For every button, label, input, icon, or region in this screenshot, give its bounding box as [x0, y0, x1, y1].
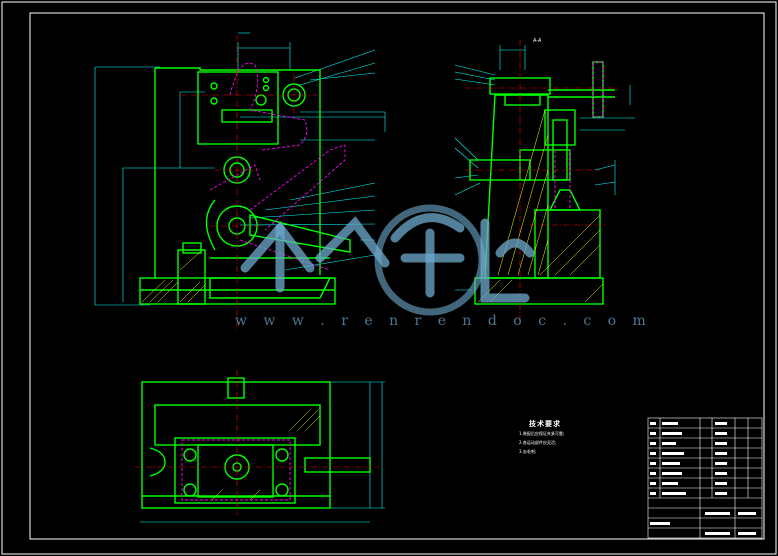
- renrendoc-logo: [240, 204, 535, 316]
- drawing-inner-frame: [29, 12, 765, 540]
- top-view: [135, 370, 385, 523]
- note-item: 1.装配后应保证夹紧可靠;: [519, 431, 565, 436]
- notes-title: 技术要求: [529, 420, 561, 428]
- note-item: 3.去毛刺;: [519, 449, 537, 454]
- note-item: 2.各运动部件应灵活;: [519, 440, 557, 445]
- side-view: [454, 40, 635, 320]
- technical-notes: 技术要求 1.装配后应保证夹紧可靠; 2.各运动部件应灵活; 3.去毛刺;: [519, 419, 629, 456]
- watermark-url: w w w . r e n r e n d o c . c o m: [235, 313, 652, 329]
- title-block: [647, 417, 763, 539]
- section-label: A-A: [533, 38, 542, 44]
